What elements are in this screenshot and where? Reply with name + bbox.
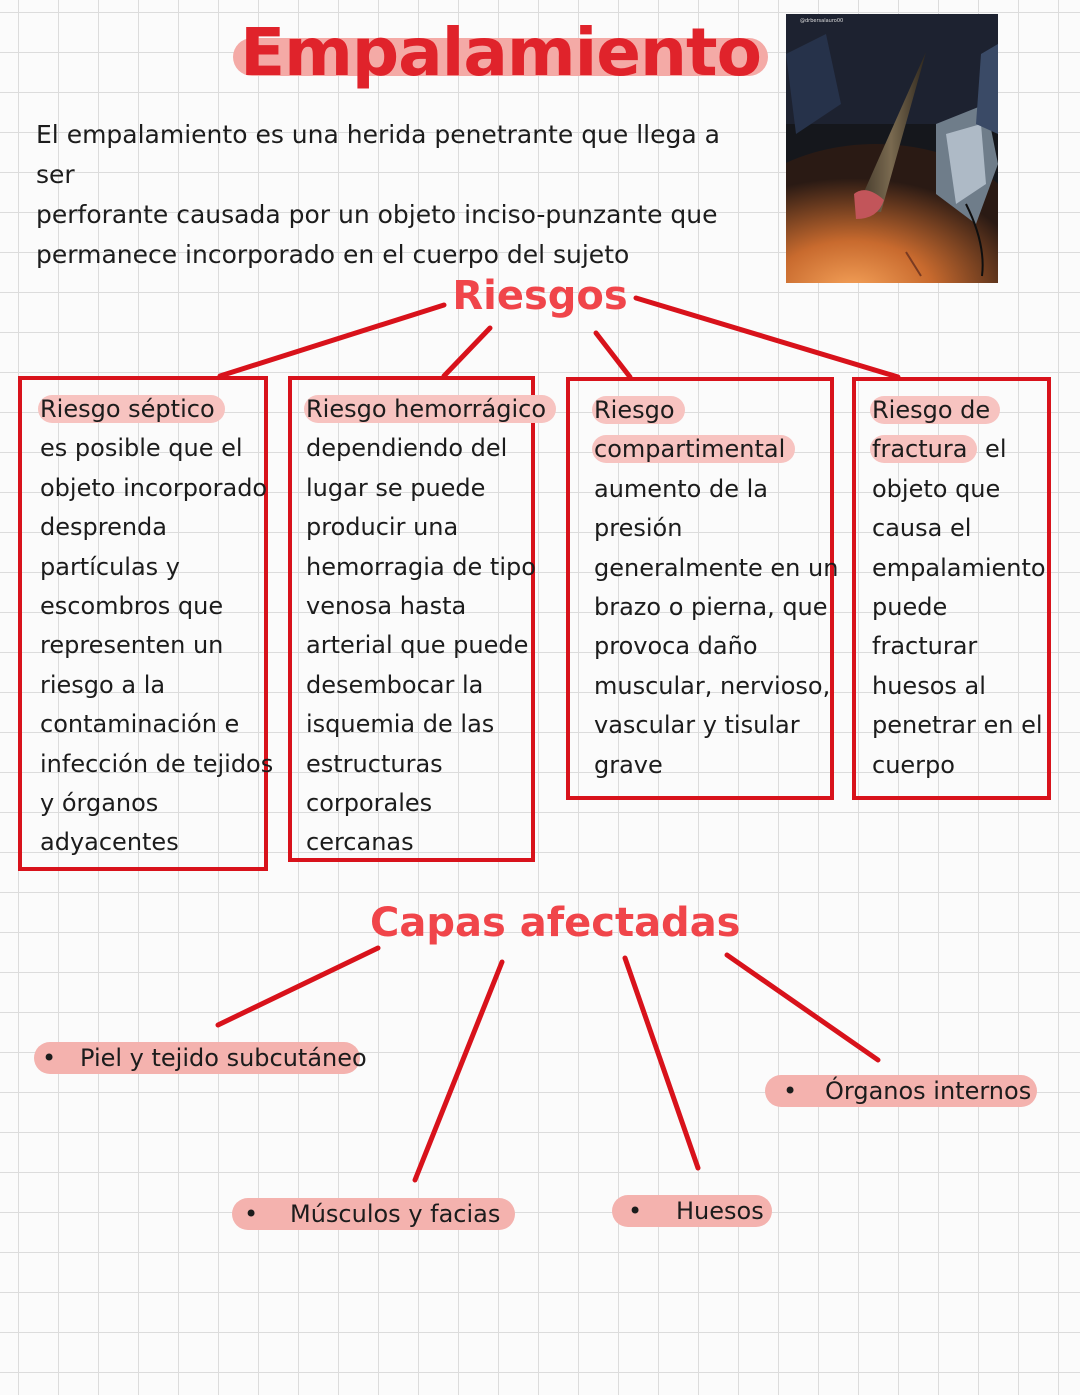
layer-item-muscles: • Músculos y facias bbox=[232, 1198, 515, 1230]
risk-box-compartmental: Riesgo compartimental aumento de la pres… bbox=[566, 377, 839, 800]
connector-riesgos-compartmental bbox=[593, 330, 633, 380]
page-title: Empalamiento bbox=[240, 14, 762, 91]
risk-body-line: corporales bbox=[306, 789, 433, 818]
risk-body-line: empalamiento bbox=[872, 553, 1046, 582]
connector-riesgos-septic bbox=[217, 302, 447, 379]
intro-paragraph: El empalamiento es una herida penetrante… bbox=[36, 115, 736, 275]
risk-body-line: cercanas bbox=[306, 828, 414, 857]
risk-heading: Riesgo hemorrágico bbox=[304, 395, 556, 423]
risk-heading: Riesgo bbox=[592, 396, 685, 424]
risk-body-line: cuerpo bbox=[872, 750, 955, 779]
layer-label: Huesos bbox=[676, 1197, 764, 1225]
layer-label: Músculos y facias bbox=[290, 1200, 501, 1228]
risk-body-line: desembocar la bbox=[306, 670, 484, 699]
risk-body-line: hemorragia de tipo bbox=[306, 552, 536, 581]
risk-heading: fractura bbox=[870, 435, 978, 464]
risk-body-line: riesgo a la bbox=[40, 670, 166, 699]
risk-box-hemorrhagic: Riesgo hemorrágico dependiendo del lugar… bbox=[288, 376, 556, 862]
risk-body-line: desprenda bbox=[40, 513, 167, 542]
layer-item-organs: • Órganos internos bbox=[765, 1075, 1037, 1107]
risk-body-line: penetrar en el bbox=[872, 711, 1043, 740]
photo-watermark: @drbersalauro00 bbox=[800, 18, 843, 24]
risk-box-septic: Riesgo séptico es posible que el objeto … bbox=[18, 376, 274, 871]
intro-line: permanece incorporado en el cuerpo del s… bbox=[36, 240, 630, 269]
risk-body-line: provoca daño bbox=[594, 632, 758, 661]
risk-body-line: fracturar bbox=[872, 632, 978, 661]
risk-body-line: es posible que el bbox=[40, 434, 243, 463]
risk-box-fracture: Riesgo de fractura el objeto que causa e… bbox=[852, 377, 1051, 800]
risk-body-line: isquemia de las bbox=[306, 710, 495, 739]
risk-body-line: muscular, nervioso, bbox=[594, 671, 831, 700]
bullet-icon: • bbox=[628, 1197, 643, 1225]
risk-heading: Riesgo séptico bbox=[38, 395, 225, 423]
risk-body-line: objeto incorporado bbox=[40, 473, 268, 502]
impalement-photo: @drbersalauro00 bbox=[786, 14, 998, 283]
bullet-icon: • bbox=[244, 1200, 259, 1228]
risk-body-line: lugar se puede bbox=[306, 473, 486, 502]
connector-capas-organs bbox=[724, 952, 881, 1063]
risk-body-line: producir una bbox=[306, 513, 459, 542]
intro-line: El empalamiento es una herida penetrante… bbox=[36, 120, 720, 189]
risk-body-line: huesos al bbox=[872, 671, 986, 700]
risk-body-line: dependiendo del bbox=[306, 434, 508, 463]
riesgos-heading: Riesgos bbox=[452, 273, 628, 319]
intro-line: perforante causada por un objeto inciso-… bbox=[36, 200, 718, 229]
risk-body-line: puede bbox=[872, 593, 948, 622]
risk-body-line: adyacentes bbox=[40, 828, 179, 857]
risk-body-line: representen un bbox=[40, 631, 224, 660]
connector-riesgos-hemorrhagic bbox=[441, 325, 493, 379]
risk-body-line: presión bbox=[594, 514, 683, 543]
bullet-icon: • bbox=[783, 1077, 798, 1105]
risk-body-line: arterial que puede bbox=[306, 631, 529, 660]
risk-body-line: escombros que bbox=[40, 592, 224, 621]
risk-body-line: causa el bbox=[872, 514, 972, 543]
risk-body-line: grave bbox=[594, 750, 663, 779]
risk-heading: Riesgo de bbox=[870, 396, 1001, 424]
risk-body-line: vascular y tisular bbox=[594, 711, 800, 740]
layer-item-skin: • Piel y tejido subcutáneo bbox=[34, 1042, 367, 1074]
risk-body-line: y órganos bbox=[40, 789, 159, 818]
risk-body-line: contaminación e bbox=[40, 710, 240, 739]
layer-item-bones: • Huesos bbox=[612, 1195, 772, 1227]
risk-body-line: objeto que bbox=[872, 474, 1001, 503]
bullet-icon: • bbox=[42, 1044, 57, 1072]
connector-capas-skin bbox=[215, 945, 381, 1028]
risk-body-line: venosa hasta bbox=[306, 592, 467, 621]
capas-heading: Capas afectadas bbox=[370, 900, 741, 946]
connector-riesgos-fracture bbox=[633, 295, 901, 380]
risk-body-line: estructuras bbox=[306, 749, 443, 778]
risk-body-line: partículas y bbox=[40, 552, 181, 581]
risk-body-line: brazo o pierna, que bbox=[594, 593, 828, 622]
risk-body-line: infección de tejidos bbox=[40, 749, 274, 778]
connector-capas-bones bbox=[622, 955, 701, 1171]
title-highlight bbox=[233, 38, 768, 76]
layer-label: Órganos internos bbox=[825, 1077, 1032, 1105]
layer-label: Piel y tejido subcutáneo bbox=[80, 1044, 367, 1072]
risk-heading: compartimental bbox=[592, 435, 796, 464]
risk-body-line: generalmente en un bbox=[594, 553, 839, 582]
connector-capas-muscles bbox=[412, 959, 505, 1183]
risk-heading-tail: el bbox=[977, 435, 1007, 464]
risk-body-line: aumento de la bbox=[594, 474, 768, 503]
